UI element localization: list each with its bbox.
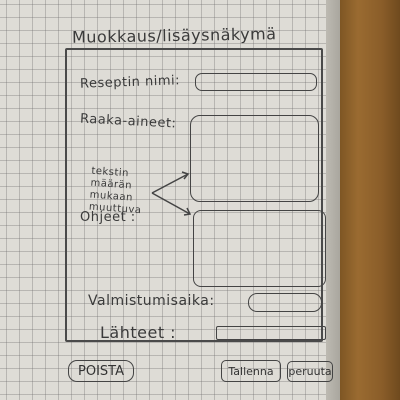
instructions-label: Ohjeet : <box>80 210 136 225</box>
wooden-table-edge <box>340 0 400 400</box>
delete-button[interactable]: POISTA <box>68 360 134 382</box>
instructions-textarea[interactable] <box>193 210 326 287</box>
save-button[interactable]: Tallenna <box>221 360 281 382</box>
form-frame <box>65 48 323 342</box>
sources-input[interactable] <box>216 326 326 340</box>
ingredients-textarea[interactable] <box>190 115 319 202</box>
cooking-time-label: Valmistumisaika: <box>88 293 215 309</box>
notebook-edge <box>326 0 340 400</box>
view-title: Muokkaus/lisäysnäkymä <box>71 24 277 47</box>
annotation-arrows-icon <box>151 171 192 216</box>
cancel-button[interactable]: peruuta <box>287 361 333 382</box>
recipe-name-input[interactable] <box>195 73 317 91</box>
cooking-time-input[interactable] <box>248 293 322 312</box>
sources-label: Lähteet : <box>100 323 177 342</box>
